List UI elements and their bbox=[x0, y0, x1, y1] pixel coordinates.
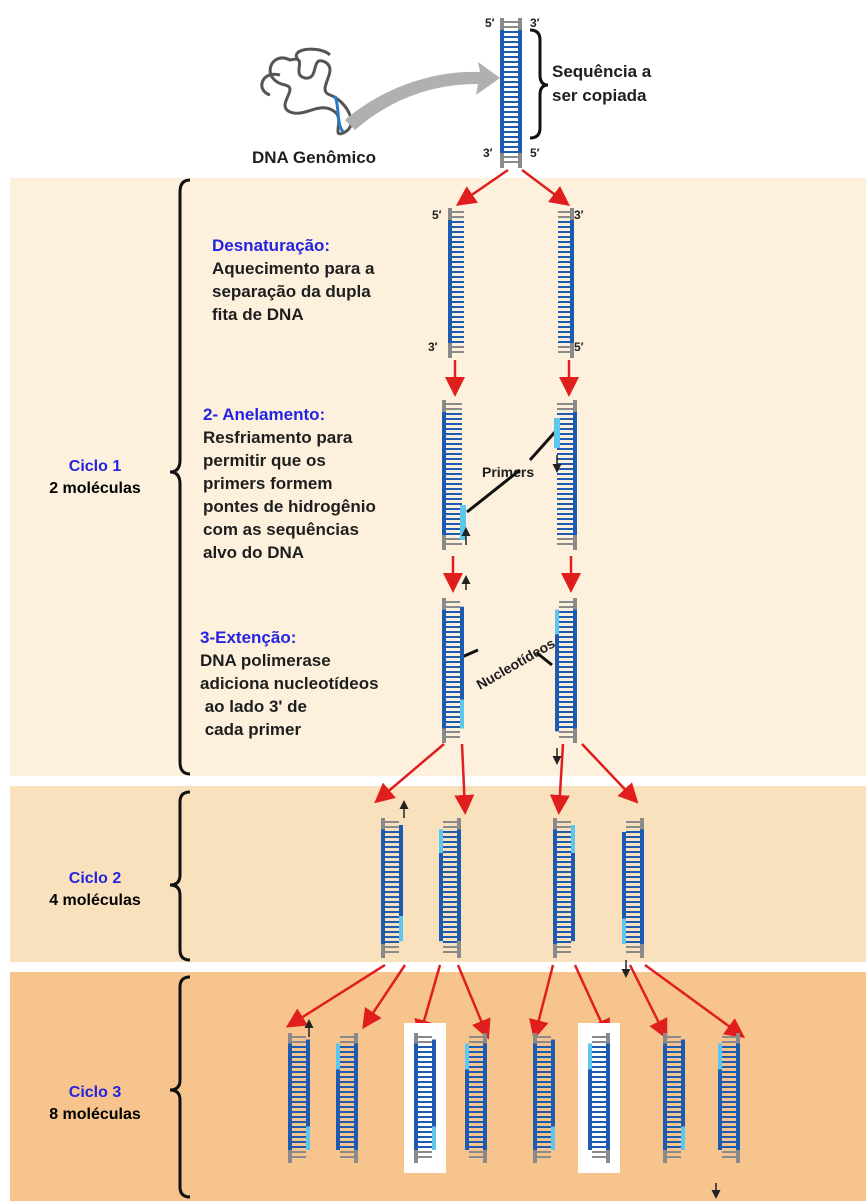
step-line: Aquecimento para a bbox=[212, 257, 375, 280]
cycle-count: 4 moléculas bbox=[25, 890, 165, 912]
dna-molecule bbox=[465, 1033, 487, 1163]
nucleotides-label: Nucleotídeos bbox=[474, 635, 558, 693]
end-label: 3′ bbox=[574, 208, 584, 222]
dna-molecule bbox=[439, 818, 461, 958]
dna-molecule bbox=[442, 400, 462, 550]
sequence-label-2: ser copiada bbox=[552, 84, 647, 107]
dna-molecule bbox=[404, 1023, 446, 1173]
cycle-2-label: Ciclo 2 4 moléculas bbox=[25, 868, 165, 912]
annealing-block: 2- Anelamento: Resfriamento para permiti… bbox=[203, 403, 376, 564]
dna-strands bbox=[288, 18, 740, 1196]
step-line: cada primer bbox=[200, 718, 379, 741]
step-line: adiciona nucleotídeos bbox=[200, 672, 379, 695]
dna-molecule bbox=[533, 1033, 555, 1163]
dna-molecule bbox=[500, 18, 522, 168]
step-line: DNA polimerase bbox=[200, 649, 379, 672]
end-label: 3′ bbox=[483, 146, 493, 160]
cycle-name: Ciclo 3 bbox=[25, 1082, 165, 1104]
step-line: permitir que os bbox=[203, 449, 376, 472]
end-label: 5′ bbox=[574, 340, 584, 354]
step-line: primers formem bbox=[203, 472, 376, 495]
end-label: 5′ bbox=[530, 146, 540, 160]
dna-molecule bbox=[663, 1033, 685, 1163]
dna-molecule bbox=[622, 818, 644, 958]
sequence-label-1: Sequência a bbox=[552, 60, 651, 83]
cycle-1-label: Ciclo 1 2 moléculas bbox=[25, 456, 165, 500]
cycle-count: 2 moléculas bbox=[25, 478, 165, 500]
extension-title: 3-Extenção: bbox=[200, 626, 379, 649]
cycle-name: Ciclo 1 bbox=[25, 456, 165, 478]
end-label: 3′ bbox=[530, 16, 540, 30]
step-line: fita de DNA bbox=[212, 303, 375, 326]
dna-molecule bbox=[553, 818, 575, 958]
cycle-name: Ciclo 2 bbox=[25, 868, 165, 890]
end-label: 3′ bbox=[428, 340, 438, 354]
step-line: com as sequências bbox=[203, 518, 376, 541]
step-line: ao lado 3' de bbox=[200, 695, 379, 718]
step-line: separação da dupla bbox=[212, 280, 375, 303]
dna-molecule bbox=[578, 1023, 620, 1173]
dna-molecule bbox=[558, 208, 574, 358]
denaturation-block: Desnaturação: Aquecimento para a separaç… bbox=[212, 234, 375, 326]
dna-molecule bbox=[555, 598, 577, 743]
genomic-dna-label: DNA Genômico bbox=[252, 146, 376, 169]
genomic-arrow bbox=[345, 62, 500, 130]
dna-molecule bbox=[718, 1033, 740, 1163]
dna-molecule bbox=[442, 598, 464, 743]
dna-molecule bbox=[381, 818, 403, 958]
denaturation-title: Desnaturação: bbox=[212, 234, 375, 257]
step-line: pontes de hidrogênio bbox=[203, 495, 376, 518]
cycle-3-label: Ciclo 3 8 moléculas bbox=[25, 1082, 165, 1126]
step-line: alvo do DNA bbox=[203, 541, 376, 564]
end-label: 5′ bbox=[432, 208, 442, 222]
step-line: Resfriamento para bbox=[203, 426, 376, 449]
dna-molecule bbox=[448, 208, 464, 358]
dna-molecule bbox=[288, 1033, 310, 1163]
braces bbox=[170, 30, 548, 1197]
end-label: 5′ bbox=[485, 16, 495, 30]
dna-molecule bbox=[336, 1033, 358, 1163]
annealing-title: 2- Anelamento: bbox=[203, 403, 376, 426]
cycle-count: 8 moléculas bbox=[25, 1104, 165, 1126]
extension-block: 3-Extenção: DNA polimerase adiciona nucl… bbox=[200, 626, 379, 741]
